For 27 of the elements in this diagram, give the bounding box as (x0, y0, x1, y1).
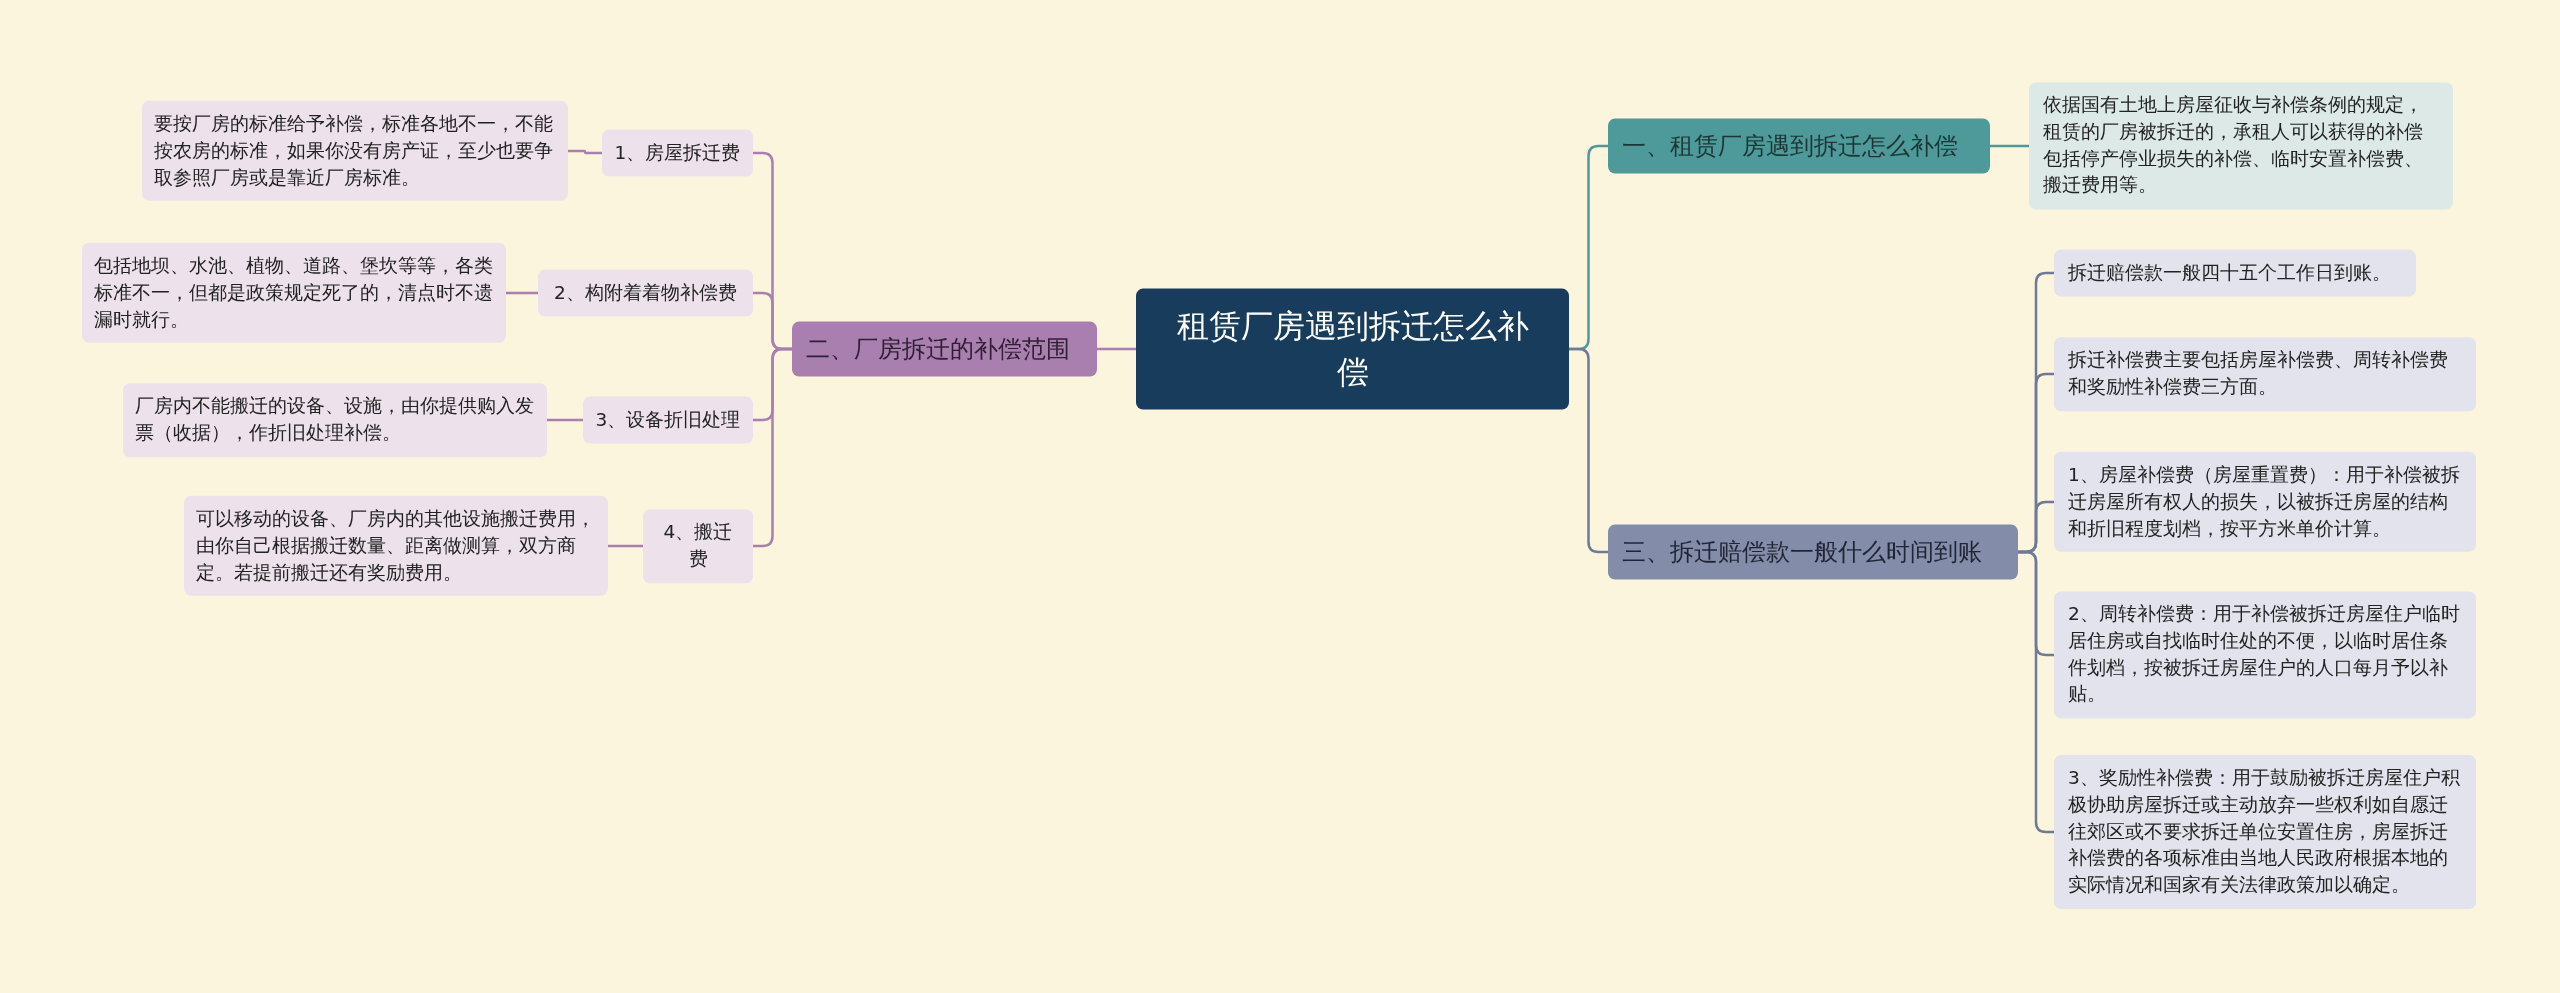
note-box: 包括地坝、水池、植物、道路、堡坎等等，各类标准不一，但都是政策规定死了的，清点时不遗漏时就行。 (82, 242, 506, 344)
branch-topic-box: 三、拆迁赔偿款一般什么时间到账 (1608, 524, 2018, 580)
note-box: 依据国有土地上房屋征收与补偿条例的规定，租赁的厂房被拆迁的，承租人可以获得的补偿包括停产停业损失的补偿、临时安置补偿费、搬迁费用等。 (2029, 82, 2453, 210)
subtopic-box: 3、设备折旧处理 (583, 396, 753, 444)
connector-line (2018, 550, 2054, 834)
note-box: 要按厂房的标准给予补偿，标准各地不一，不能按农房的标准，如果你没有房产证，至少也要争取参照厂房或是靠近厂房标准。 (142, 100, 568, 202)
branch-topic-box: 一、租赁厂房遇到拆迁怎么补偿 (1608, 118, 1990, 174)
note-box: 厂房内不能搬迁的设备、设施，由你提供购入发票（收据），作折旧处理补偿。 (123, 383, 547, 457)
connector-line (568, 149, 602, 155)
connector-line (547, 418, 583, 422)
connector-line (608, 544, 643, 548)
note-box: 拆迁补偿费主要包括房屋补偿费、周转补偿费和奖励性补偿费三方面。 (2054, 337, 2476, 411)
note-box: 3、奖励性补偿费：用于鼓励被拆迁房屋住户积极协助房屋拆迁或主动放弃一些权利如自愿迁往郊区或不要求拆迁单位安置住房，房屋拆迁补偿费的各项标准由当地人民政府根据本地的实际情况和国家有关法律政策加以确定。 (2054, 754, 2476, 910)
note-box: 拆迁赔偿款一般四十五个工作日到账。 (2054, 249, 2416, 297)
subtopic-box: 2、构附着着物补偿费 (538, 269, 753, 317)
subtopic-box: 1、房屋拆迁费 (602, 129, 753, 177)
root-topic-box: 租赁厂房遇到拆迁怎么补偿 (1136, 288, 1569, 410)
subtopic-box: 4、搬迁费 (643, 509, 753, 583)
note-box: 1、房屋补偿费（房屋重置费）：用于补偿被拆迁房屋所有权人的损失，以被拆迁房屋的结构和折旧程度划档，按平方米单价计算。 (2054, 451, 2476, 553)
connector-line (1569, 347, 1608, 554)
note-box: 可以移动的设备、厂房内的其他设施搬迁费用，由你自己根据搬迁数量、距离做测算，双方商定。若提前搬迁还有奖励费用。 (184, 495, 608, 597)
connector-line (1097, 347, 1136, 351)
branch-topic-box: 二、厂房拆迁的补偿范围 (792, 321, 1097, 377)
note-box: 2、周转补偿费：用于补偿被拆迁房屋住户临时居住房或自找临时住处的不便，以临时居住条件划档，按被拆迁房屋住户的人口每月予以补贴。 (2054, 591, 2476, 719)
connector-line (1990, 144, 2029, 148)
connector-line (506, 291, 538, 295)
connector-line (753, 347, 792, 548)
